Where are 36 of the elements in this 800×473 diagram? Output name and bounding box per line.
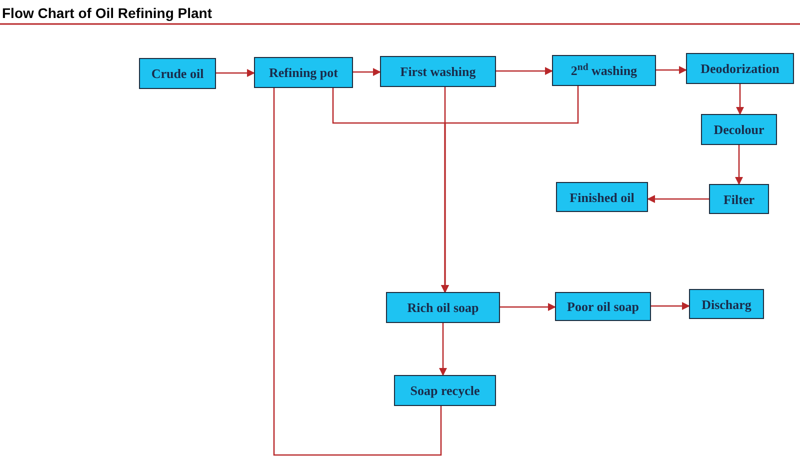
arrow bbox=[496, 67, 553, 75]
arrow bbox=[735, 145, 743, 185]
box-label: Decolour bbox=[714, 123, 764, 136]
chart-title: Flow Chart of Oil Refining Plant bbox=[2, 4, 212, 23]
process-box bbox=[254, 57, 353, 88]
box-label: Poor oil soap bbox=[567, 300, 639, 313]
box-label: Soap recycle bbox=[410, 384, 480, 397]
box-label: First washing bbox=[400, 65, 476, 78]
process-box bbox=[689, 289, 764, 319]
process-box bbox=[555, 292, 651, 321]
arrow bbox=[656, 66, 687, 74]
process-box bbox=[394, 375, 496, 406]
arrow bbox=[441, 86, 579, 293]
process-box bbox=[556, 182, 648, 212]
process-box bbox=[709, 184, 769, 214]
box-label: Filter bbox=[723, 192, 755, 206]
box-label: Discharg bbox=[702, 298, 752, 310]
box-label: 2$^{nd}$ washing bbox=[570, 64, 638, 77]
box-label: Refining pot bbox=[269, 66, 338, 79]
arrow bbox=[651, 302, 690, 310]
arrow bbox=[647, 195, 709, 203]
process-box bbox=[701, 114, 777, 145]
box-label: Rich oil soap bbox=[407, 301, 479, 314]
process-box bbox=[552, 55, 656, 86]
box-label: Crude oil bbox=[151, 67, 204, 80]
box-label: Deodorization bbox=[700, 62, 780, 75]
arrow bbox=[216, 69, 255, 77]
arrow bbox=[736, 84, 744, 115]
process-box bbox=[386, 292, 500, 323]
arrow bbox=[353, 68, 381, 76]
process-box bbox=[686, 53, 794, 84]
box-label: Finished oil bbox=[570, 190, 634, 204]
process-box bbox=[380, 56, 496, 87]
process-box bbox=[139, 58, 216, 89]
arrow bbox=[500, 303, 556, 311]
arrow bbox=[439, 323, 447, 376]
